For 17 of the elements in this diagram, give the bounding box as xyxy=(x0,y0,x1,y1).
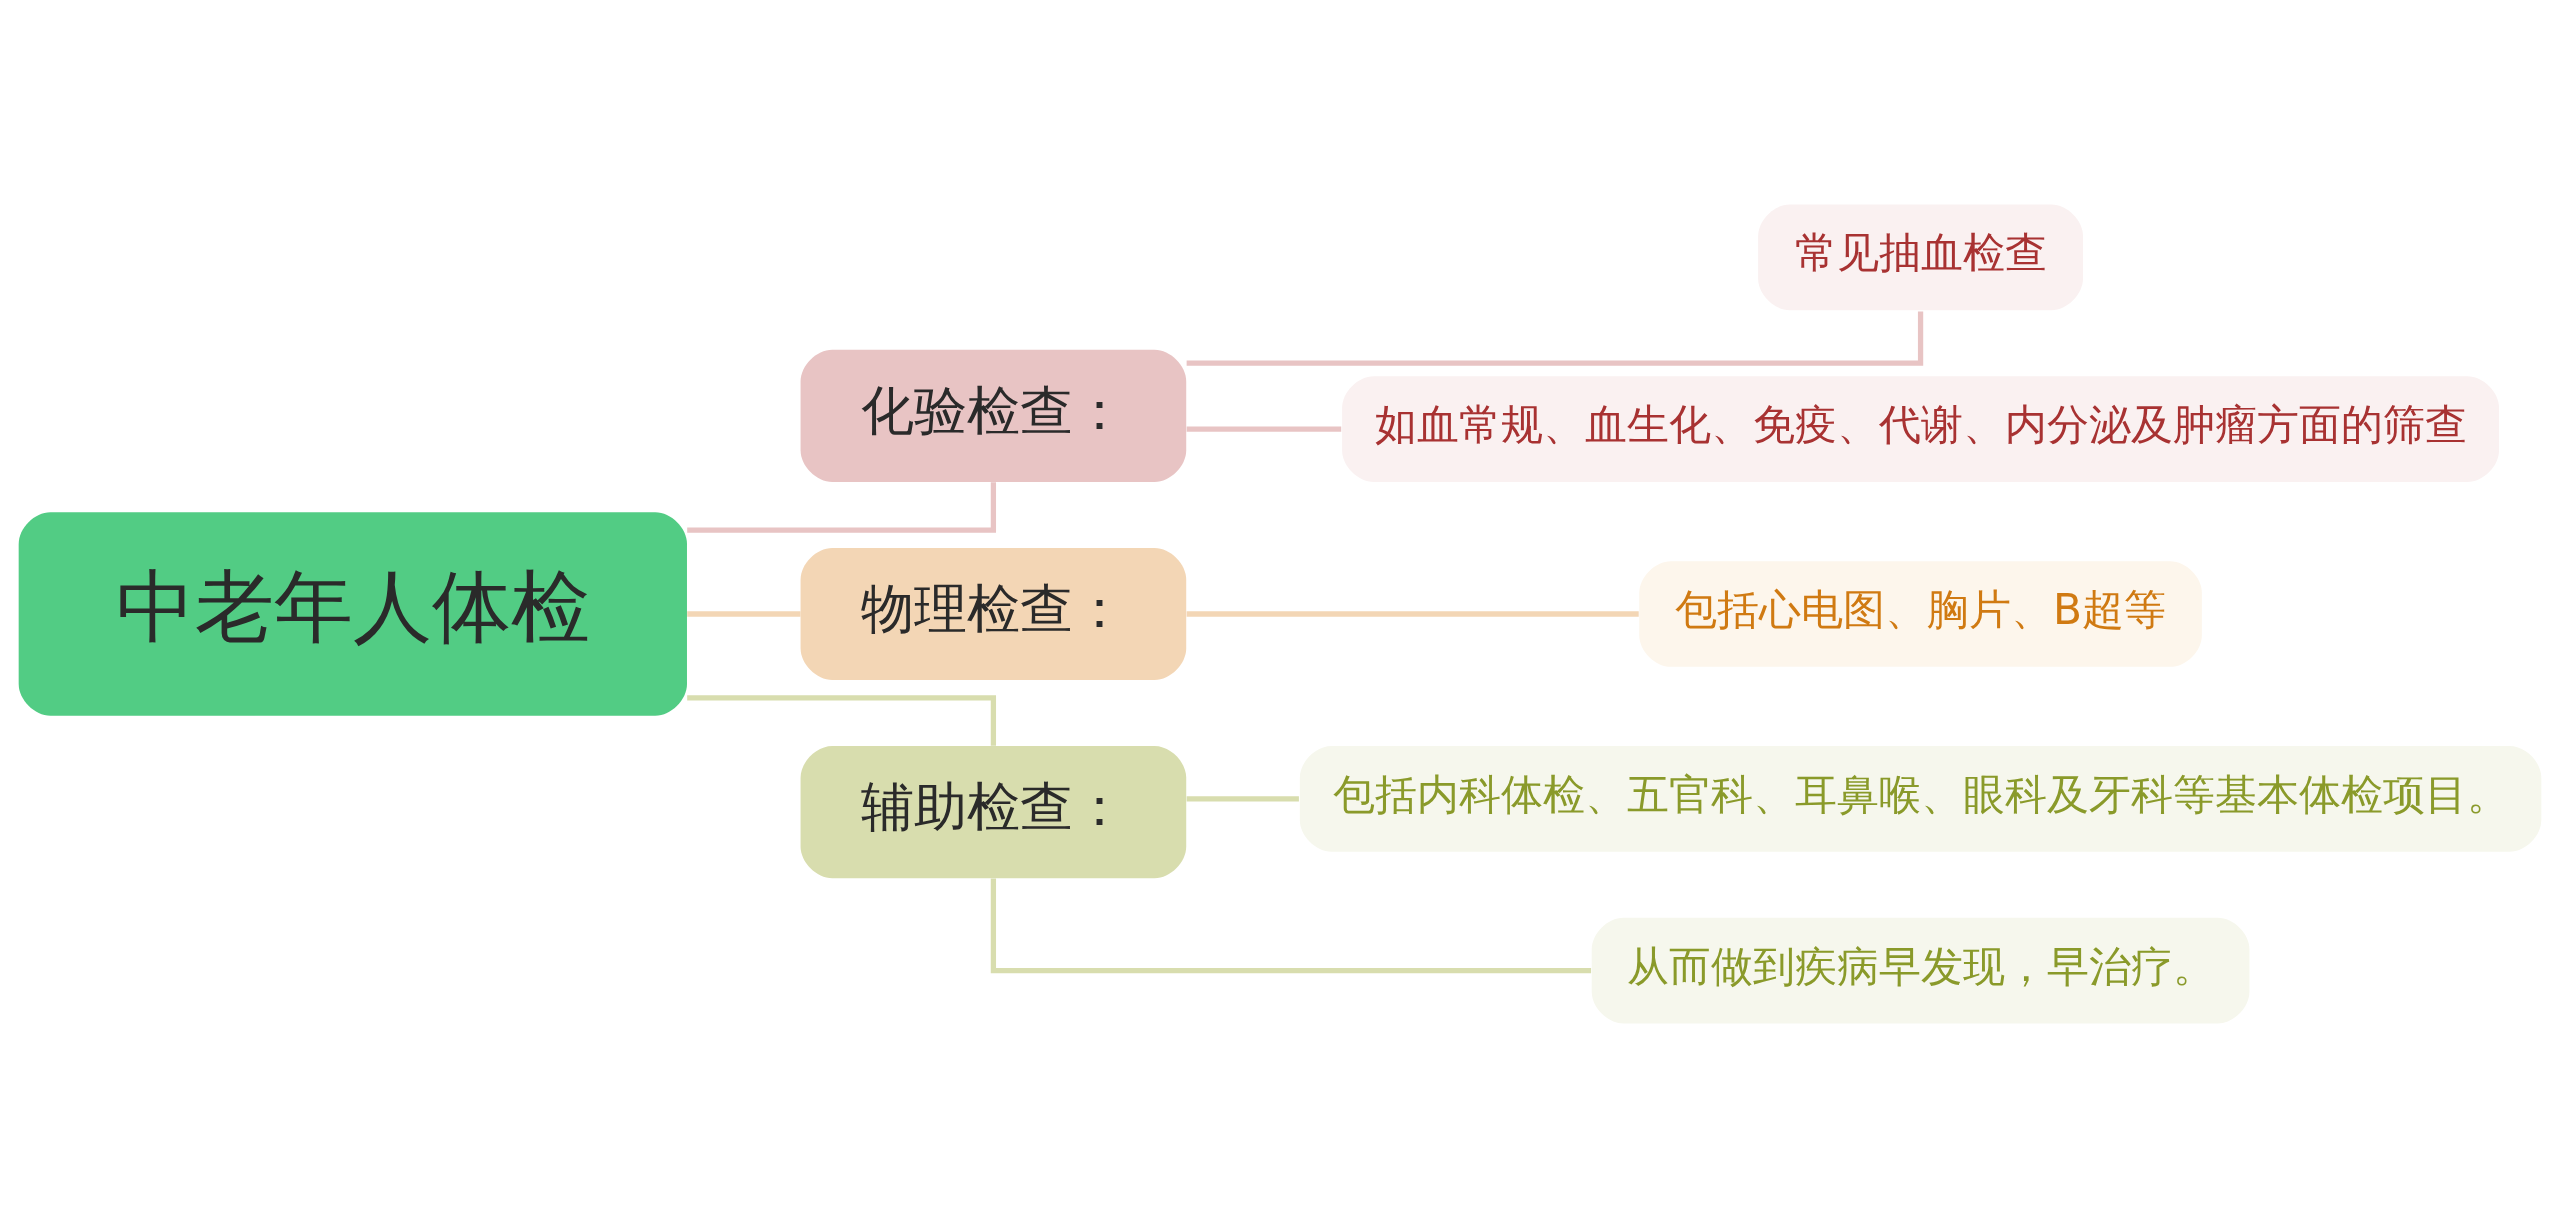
node-box: 包括内科体检、五官科、耳鼻喉、眼科及牙科等基本体检项目。 xyxy=(1299,745,2542,852)
node-box: 如血常规、血生化、免疫、代谢、内分泌及肿瘤方面的筛查 xyxy=(1342,375,2500,482)
node-box: 化验检查： xyxy=(800,349,1187,482)
connector xyxy=(1186,425,1342,432)
node-box: 包括心电图、胸片、B超等 xyxy=(1639,560,2202,667)
connector xyxy=(687,694,997,746)
connector xyxy=(687,610,801,617)
connector xyxy=(687,481,997,533)
node-box: 中老年人体检 xyxy=(18,511,687,716)
node-box: 从而做到疾病早发现，早治疗。 xyxy=(1591,917,2250,1023)
node-box: 物理检查： xyxy=(800,547,1187,680)
connector xyxy=(1186,610,1639,617)
connector xyxy=(1186,310,1924,366)
node-box: 辅助检查： xyxy=(800,745,1187,878)
connector xyxy=(1186,795,1299,802)
connector xyxy=(990,877,1592,973)
node-box: 常见抽血检查 xyxy=(1758,204,2083,310)
